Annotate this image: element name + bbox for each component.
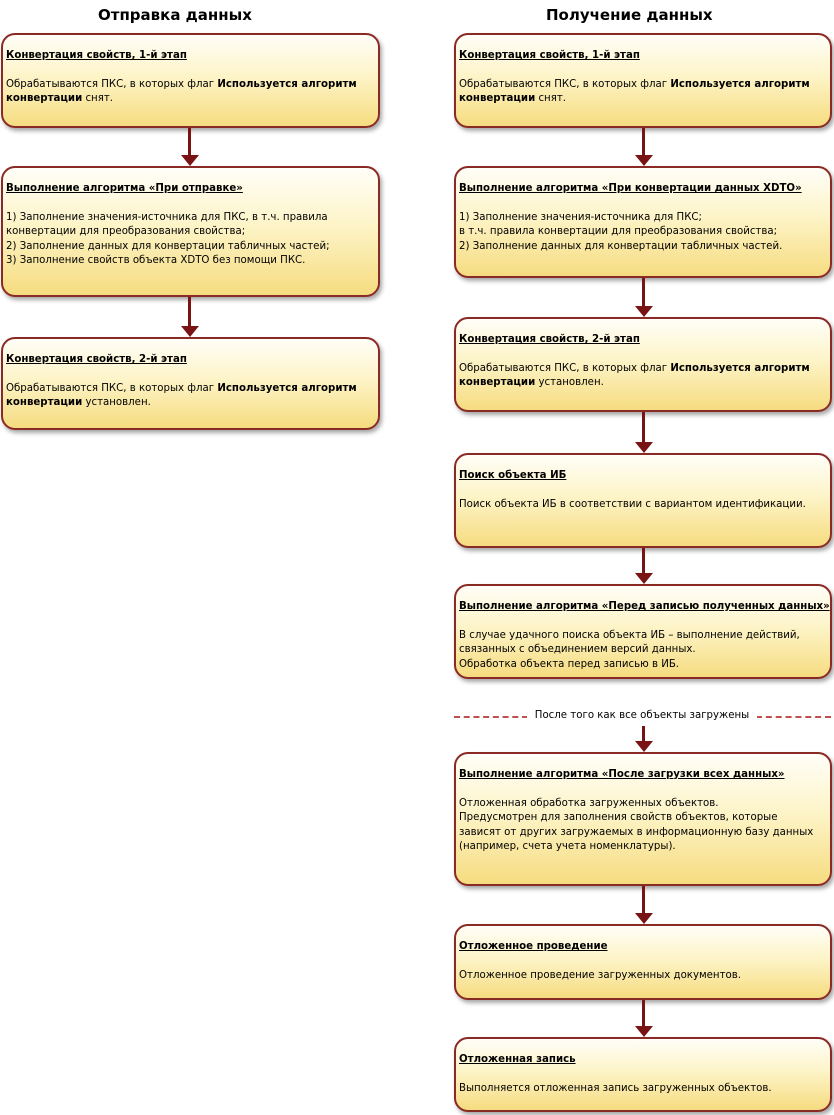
send-column-title: Отправка данных [98,6,252,24]
step-description: 1) Заполнение значения-источника для ПКС… [459,211,783,252]
receive-column-title: Получение данных [546,6,713,24]
receive-arrow-5 [635,726,653,752]
receive-step-after-load-algorithm: Выполнение алгоритма «После загрузки все… [454,752,832,886]
step-title: Выполнение алгоритма «После загрузки все… [459,769,785,780]
send-step-on-send-algorithm: Выполнение алгоритма «При отправке» 1) З… [1,166,380,297]
step-description: Отложенная обработка загруженных объекто… [459,797,814,853]
separator-dashed-line-left [454,716,528,718]
step-title: Выполнение алгоритма «При отправке» [6,183,243,194]
separator-label: После того как все объекты загружены [527,709,757,723]
step-title: Выполнение алгоритма «Перед записью полу… [459,601,830,612]
receive-arrow-6 [635,886,653,924]
step-description: Отложенное проведение загруженных докуме… [459,969,742,981]
step-title: Конвертация свойств, 2-й этап [459,334,640,345]
step-description: Выполняется отложенная запись загруженны… [459,1082,772,1094]
step-title: Конвертация свойств, 1-й этап [6,50,187,61]
receive-arrow-4 [635,548,653,584]
receive-arrow-2 [635,278,653,317]
step-description: Поиск объекта ИБ в соответствии с вариан… [459,498,806,510]
step-description: В случае удачного поиска объекта ИБ – вы… [459,629,800,670]
receive-step-find-infobase-object: Поиск объекта ИБ Поиск объекта ИБ в соот… [454,453,832,548]
step-title: Конвертация свойств, 2-й этап [6,354,187,365]
send-arrow-2 [181,297,199,337]
step-description: Обрабатываются ПКС, в которых флаг Испол… [459,362,810,389]
step-description: Обрабатываются ПКС, в которых флаг Испол… [6,382,357,409]
step-description: Обрабатываются ПКС, в которых флаг Испол… [6,78,357,105]
step-title: Отложенное проведение [459,941,608,952]
receive-step-deferred-write: Отложенная запись Выполняется отложенная… [454,1037,832,1112]
step-title: Конвертация свойств, 1-й этап [459,50,640,61]
receive-arrow-3 [635,412,653,453]
receive-step-before-write-algorithm: Выполнение алгоритма «Перед записью полу… [454,584,832,679]
step-description: Обрабатываются ПКС, в которых флаг Испол… [459,78,810,105]
send-arrow-1 [181,128,199,166]
step-description: 1) Заполнение значения-источника для ПКС… [6,211,330,267]
step-title: Поиск объекта ИБ [459,470,567,481]
receive-step-property-conversion-2: Конвертация свойств, 2-й этап Обрабатыва… [454,317,832,412]
receive-step-deferred-posting: Отложенное проведение Отложенное проведе… [454,924,832,1000]
send-step-property-conversion-1: Конвертация свойств, 1-й этап Обрабатыва… [1,33,380,128]
receive-arrow-1 [635,128,653,166]
separator-dashed-line-right [756,716,831,718]
receive-step-property-conversion-1: Конвертация свойств, 1-й этап Обрабатыва… [454,33,832,128]
receive-arrow-7 [635,1000,653,1037]
send-step-property-conversion-2: Конвертация свойств, 2-й этап Обрабатыва… [1,337,380,430]
step-title: Отложенная запись [459,1054,576,1065]
step-title: Выполнение алгоритма «При конвертации да… [459,183,802,194]
receive-step-xdto-conversion-algorithm: Выполнение алгоритма «При конвертации да… [454,166,832,278]
